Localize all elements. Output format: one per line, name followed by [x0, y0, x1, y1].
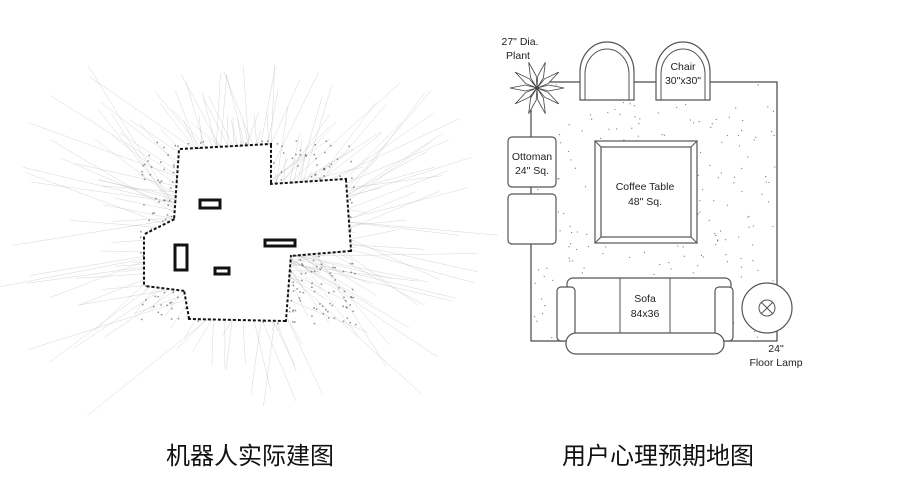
- coffee-table-size: 48" Sq.: [628, 196, 662, 208]
- floor-lamp-icon: [741, 282, 793, 334]
- coffee-table-label: Coffee Table: [616, 181, 675, 193]
- sofa: [556, 277, 734, 355]
- ottoman: [507, 136, 557, 188]
- caption-robot-map: 机器人实际建图: [166, 443, 334, 470]
- plant-icon: [509, 62, 565, 114]
- ottoman-label: Ottoman: [512, 151, 552, 163]
- ottoman-2: [507, 193, 557, 245]
- lamp-label: Floor Lamp: [749, 357, 802, 369]
- chair-label: Chair: [670, 61, 696, 73]
- sofa-size: 84x36: [631, 308, 660, 320]
- chair-size: 30"x30": [665, 75, 701, 87]
- coffee-table: [594, 140, 698, 244]
- plant-label: 27" Dia.: [502, 36, 539, 48]
- caption-user-map: 用户心理预期地图: [562, 443, 754, 470]
- sofa-label: Sofa: [634, 293, 656, 305]
- lamp-size: 24": [768, 343, 784, 355]
- ottoman-size: 24" Sq.: [515, 165, 549, 177]
- chair-left: [579, 41, 635, 101]
- chair-right: [655, 41, 711, 101]
- plant-label-2: Plant: [506, 50, 530, 62]
